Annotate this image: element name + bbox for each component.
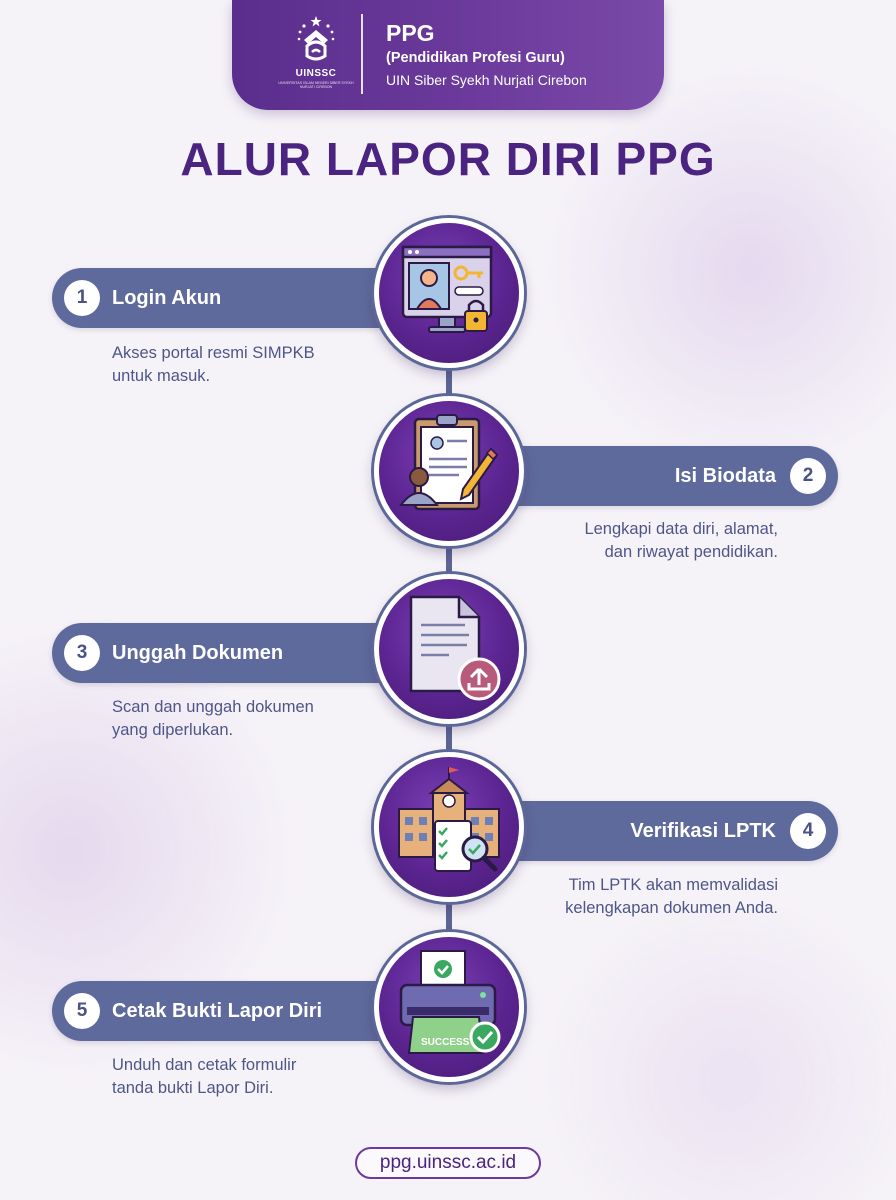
step-title: Cetak Bukti Lapor Diri: [112, 999, 323, 1022]
page-title: ALUR LAPOR DIRI PPG: [180, 133, 716, 185]
background-glow: [520, 900, 896, 1200]
logo-emblem-icon: [297, 16, 335, 61]
printer-label: SUCCESS: [421, 1037, 470, 1048]
step-number: 5: [64, 993, 100, 1029]
description-line: Lengkapi data diri, alamat,: [584, 520, 778, 538]
building-verify-icon: [398, 767, 500, 872]
step-2-description: Lengkapi data diri, alamat, dan riwayat …: [470, 518, 778, 564]
banner-title: PPG: [386, 20, 435, 46]
uinssc-logo: UINSSC UNIVERSITAS ISLAM NEGERI SIBER SY…: [274, 12, 358, 96]
step-2-icon-circle: [374, 396, 524, 546]
description-line: kelengkapan dokumen Anda.: [565, 899, 778, 917]
banner-divider: [361, 14, 363, 94]
description-line: Scan dan unggah dokumen: [112, 698, 314, 716]
step-1-icon-circle: [374, 218, 524, 368]
logo-text: UINSSC: [295, 68, 337, 79]
login-computer-icon: [401, 245, 493, 333]
description-line: untuk masuk.: [112, 367, 211, 385]
banner-institution: UIN Siber Syekh Nurjati Cirebon: [386, 72, 587, 88]
step-title: Unggah Dokumen: [112, 641, 284, 664]
step-number: 3: [64, 635, 100, 671]
clipboard-form-icon: [398, 414, 499, 511]
step-3-description: Scan dan unggah dokumen yang diperlukan.: [112, 696, 412, 742]
step-number: 2: [790, 458, 826, 494]
header-banner: UINSSC UNIVERSITAS ISLAM NEGERI SIBER SY…: [232, 0, 664, 110]
step-number: 1: [64, 280, 100, 316]
step-5-icon-circle: SUCCESS: [374, 932, 524, 1082]
step-4-description: Tim LPTK akan memvalidasi kelengkapan do…: [470, 874, 778, 920]
step-3-icon-circle: [374, 574, 524, 724]
step-number: 4: [790, 813, 826, 849]
step-1-description: Akses portal resmi SIMPKB untuk masuk.: [112, 342, 412, 388]
footer-url[interactable]: ppg.uinssc.ac.id: [355, 1147, 541, 1179]
banner-subtitle: (Pendidikan Profesi Guru): [386, 50, 565, 66]
step-title: Isi Biodata: [674, 464, 776, 487]
description-line: Tim LPTK akan memvalidasi: [568, 876, 778, 894]
logo-subtext: UNIVERSITAS ISLAM NEGERI SIBER SYEKH NUR…: [278, 81, 354, 90]
background-glow: [540, 60, 896, 480]
description-line: tanda bukti Lapor Diri.: [112, 1079, 274, 1097]
description-line: Akses portal resmi SIMPKB: [112, 344, 315, 362]
step-title: Verifikasi LPTK: [630, 819, 776, 842]
printer-success-icon: SUCCESS: [399, 950, 501, 1054]
step-5-description: Unduh dan cetak formulir tanda bukti Lap…: [112, 1054, 412, 1100]
description-line: dan riwayat pendidikan.: [604, 543, 778, 561]
description-line: yang diperlukan.: [112, 721, 234, 739]
step-title: Login Akun: [112, 286, 222, 309]
step-4-icon-circle: [374, 752, 524, 902]
description-line: Unduh dan cetak formulir: [112, 1056, 297, 1074]
document-upload-icon: [409, 595, 501, 701]
